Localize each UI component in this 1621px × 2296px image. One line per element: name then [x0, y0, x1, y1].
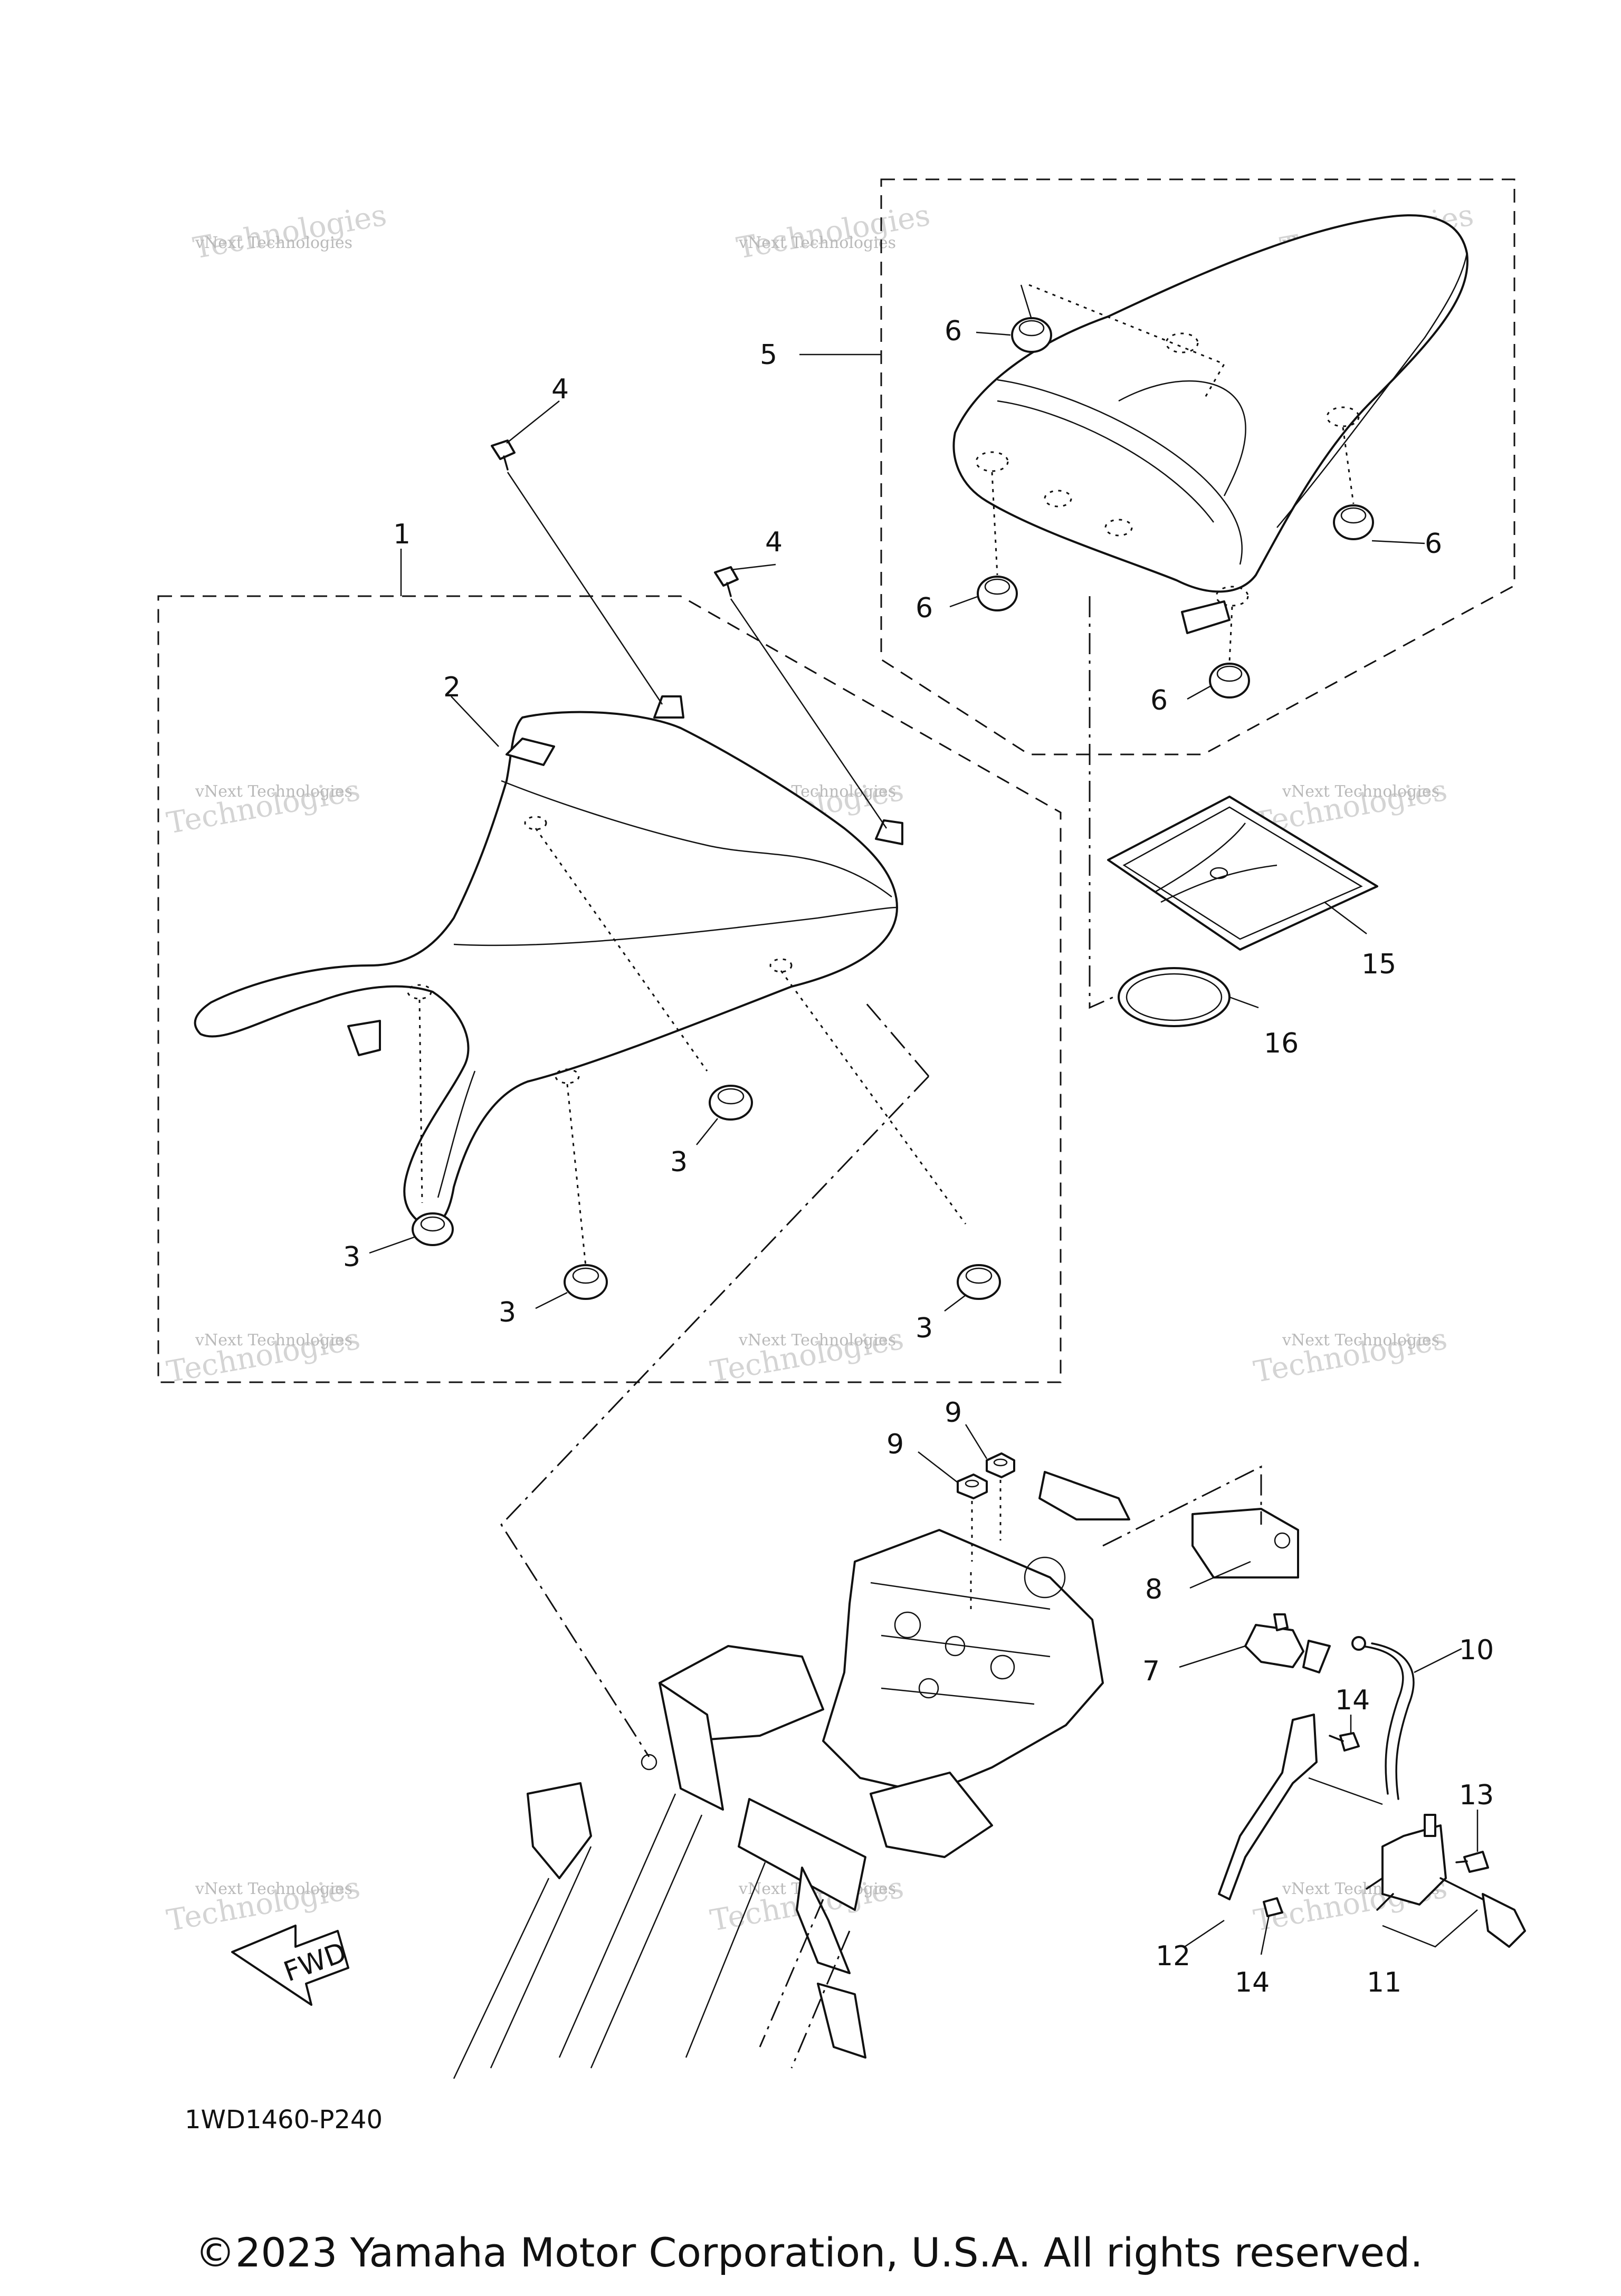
rear-seat-group-boundary	[880, 178, 1515, 755]
watermark: vNext Technologies	[195, 1331, 352, 1350]
rear-seat-damper-right	[1333, 504, 1374, 540]
callout-8: 8	[1145, 1574, 1162, 1605]
callout-11: 11	[1367, 1967, 1401, 1998]
callout-labels: 1 2 4 4 5 6 6 6 6 3 3 3 3 15 16 9 9 8 7 …	[343, 315, 1494, 1998]
rubber-band	[1118, 967, 1231, 1027]
front-seat-group-boundary	[157, 595, 1062, 1383]
callout-9: 9	[886, 1429, 904, 1460]
callout-10: 10	[1459, 1634, 1494, 1666]
watermark: vNext Technologies	[195, 234, 352, 252]
main-switch-lock	[1366, 1814, 1447, 1911]
storage-bag	[1107, 796, 1378, 951]
callout-15: 15	[1361, 949, 1396, 980]
callout-6: 6	[1425, 528, 1442, 560]
seat-lock	[1244, 1613, 1331, 1673]
nut-right	[986, 1452, 1015, 1478]
watermark: vNext Technologies	[195, 1880, 352, 1898]
callout-2: 2	[443, 672, 461, 703]
watermark: vNext Technologies	[1282, 782, 1439, 801]
drawing-code: 1WD1460-P240	[185, 2105, 383, 2135]
seat-lock-bracket	[1102, 1465, 1299, 1578]
front-seat	[194, 695, 967, 1267]
watermark: Technologies	[190, 198, 389, 265]
seat-lock-cable	[1351, 1636, 1415, 1800]
rear-seat	[952, 214, 1469, 634]
reference-line	[1089, 596, 1114, 1009]
callout-5: 5	[760, 339, 777, 371]
callout-4: 4	[551, 374, 569, 405]
callout-16: 16	[1264, 1028, 1299, 1059]
callout-9: 9	[945, 1397, 962, 1429]
callout-6: 6	[916, 592, 933, 624]
bolt-14-upper	[1329, 1732, 1360, 1752]
key-leader	[1382, 1909, 1478, 1948]
nut-left	[957, 1474, 988, 1499]
callout-3: 3	[916, 1313, 933, 1344]
callout-6: 6	[1150, 685, 1168, 716]
front-seat-damper-d	[957, 1264, 1001, 1300]
watermark: vNext Technologies	[738, 234, 896, 252]
lock-lever-bracket	[1218, 1714, 1383, 1900]
callout-3: 3	[499, 1297, 516, 1328]
callout-6: 6	[945, 315, 962, 347]
rear-seat-damper-upper-left	[1011, 317, 1052, 353]
bolt-right	[714, 566, 739, 597]
forward-direction-arrow: FWD	[231, 1925, 351, 2006]
watermark: vNext Technologies	[195, 782, 352, 801]
key	[1439, 1877, 1526, 1948]
watermark: vNext Technologies	[738, 1331, 896, 1350]
callout-1: 1	[393, 519, 411, 550]
watermark: vNext Technologies	[1282, 1331, 1439, 1350]
bolt-left	[491, 439, 516, 471]
bolt-13	[1455, 1851, 1489, 1873]
callout-7: 7	[1142, 1656, 1160, 1687]
bolt-14-lower	[1263, 1897, 1283, 1917]
front-seat-damper-b	[564, 1264, 608, 1300]
callout-13: 13	[1459, 1780, 1494, 1811]
front-seat-damper-a	[412, 1212, 454, 1246]
callout-3: 3	[670, 1146, 688, 1178]
reference-line	[500, 1002, 930, 1757]
callout-12: 12	[1156, 1940, 1190, 1972]
callout-4: 4	[765, 527, 783, 558]
rear-seat-damper-bottom	[1209, 663, 1250, 699]
callout-14: 14	[1335, 1685, 1370, 1716]
rear-frame	[453, 1471, 1130, 2079]
callout-3: 3	[343, 1241, 360, 1273]
watermark: Technologies	[734, 198, 932, 265]
callout-leaders	[369, 331, 1479, 1955]
front-seat-damper-c	[709, 1085, 753, 1121]
callout-14: 14	[1235, 1967, 1270, 1998]
copyright-notice: ©2023 Yamaha Motor Corporation, U.S.A. A…	[195, 2229, 1423, 2276]
rear-seat-damper-lower-left	[977, 576, 1018, 611]
